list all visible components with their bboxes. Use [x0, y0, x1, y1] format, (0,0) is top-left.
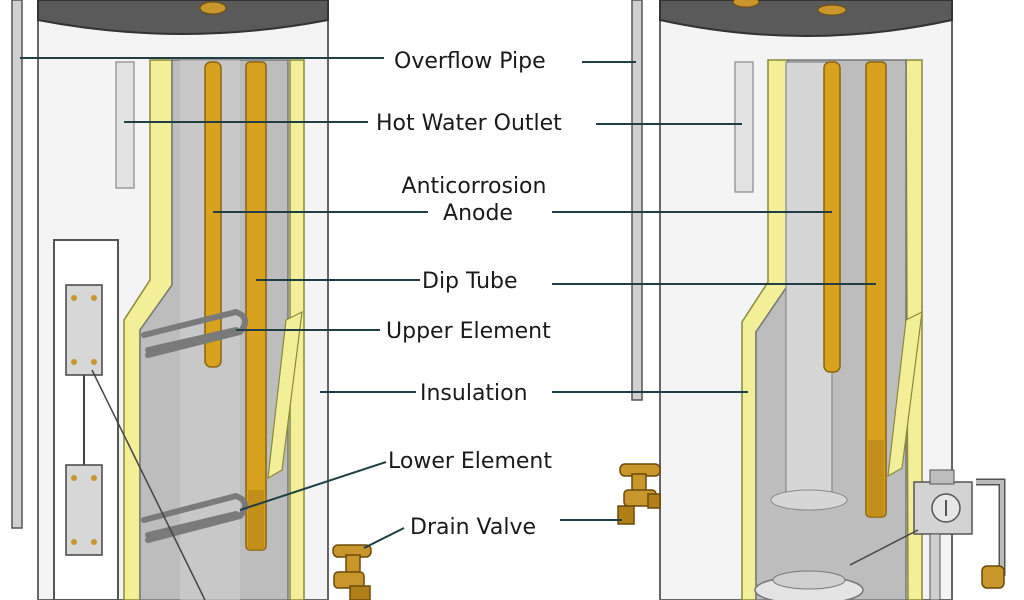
label-drain-valve: Drain Valve: [410, 515, 536, 540]
anode-rod-right: [823, 61, 841, 373]
label-anticorrosion: Anticorrosion: [402, 174, 547, 199]
leader-lines: [20, 57, 876, 549]
tank-lid-left: [37, 0, 329, 35]
anode-rod-left: [204, 61, 222, 368]
label-overflow-pipe: Overflow Pipe: [394, 49, 546, 74]
overflow-pipe-left: [11, 0, 23, 529]
label-hot-water-outlet: Hot Water Outlet: [376, 111, 562, 136]
label-dip-tube: Dip Tube: [422, 269, 518, 294]
labels: Overflow Pipe Hot Water Outlet Anticorro…: [376, 49, 562, 540]
hot-water-outlet-right: [734, 61, 754, 193]
left-water-heater: [11, 0, 372, 600]
upper-element-left: [141, 308, 249, 358]
right-water-heater: [631, 0, 1006, 600]
label-lower-element: Lower Element: [388, 449, 552, 474]
overflow-pipe-right: [631, 0, 643, 401]
hot-water-outlet-left: [115, 61, 135, 189]
label-anode: Anode: [443, 201, 513, 226]
label-upper-element: Upper Element: [386, 319, 551, 344]
gas-control-right: [849, 469, 1006, 600]
label-insulation: Insulation: [420, 381, 528, 406]
lower-element-left: [141, 492, 249, 543]
dip-tube-left: [245, 61, 267, 551]
drain-valve-center: [617, 463, 661, 525]
tank-lid-right: [659, 0, 953, 37]
drain-valve-left: [332, 544, 372, 600]
